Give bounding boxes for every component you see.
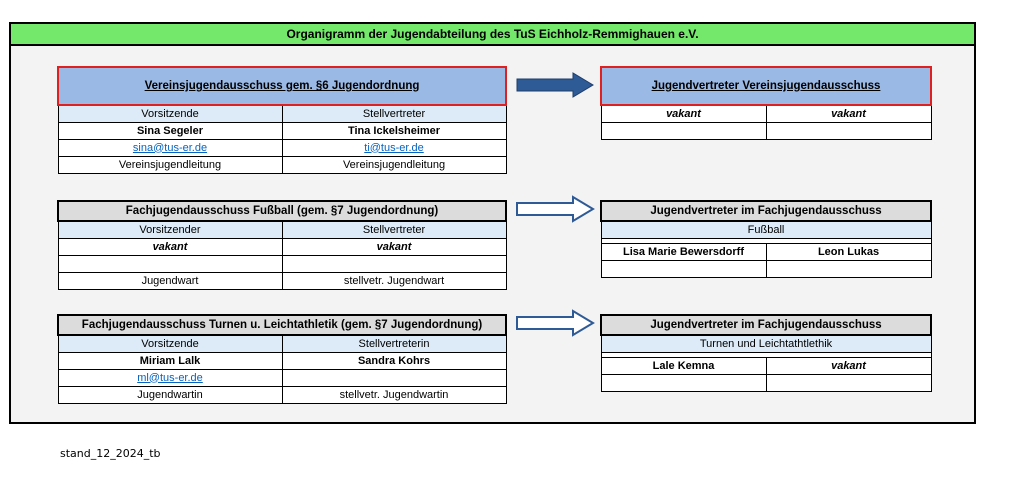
function-label: stellvetr. Jugendwartin	[281, 386, 507, 404]
table-header: Fachjugendausschuss Fußball (gem. §7 Jug…	[56, 200, 508, 222]
sub-header: Turnen und Leichtathtlethik	[600, 334, 932, 353]
arrow-right-icon	[516, 195, 595, 223]
person-name: Leon Lukas	[765, 243, 932, 261]
left-table-vereinsjugendausschuss: Vereinsjugendausschuss gem. §6 Jugendord…	[56, 66, 508, 174]
role-label: Vorsitzende	[57, 104, 283, 123]
email-link[interactable]: ml@tus-er.de	[137, 371, 203, 384]
email-cell	[281, 369, 507, 387]
right-table-turnen: Jugendvertreter im Fachjugendausschuss T…	[599, 314, 933, 392]
empty-cell	[765, 374, 932, 392]
person-name: Tina Ickelsheimer	[281, 122, 507, 140]
role-label: Stellvertreterin	[281, 334, 507, 353]
footer-note: stand_12_2024_tb	[60, 447, 161, 460]
person-name: Lale Kemna	[600, 357, 767, 375]
email-cell	[281, 255, 507, 273]
table-header: Jugendvertreter im Fachjugendausschuss	[599, 314, 933, 336]
person-name: Lisa Marie Bewersdorff	[600, 243, 767, 261]
sub-header: Fußball	[600, 220, 932, 239]
empty-cell	[600, 374, 767, 392]
table-header: Vereinsjugendausschuss gem. §6 Jugendord…	[56, 66, 508, 106]
right-table-fussball: Jugendvertreter im Fachjugendausschuss F…	[599, 200, 933, 278]
person-name: vakant	[281, 238, 507, 256]
empty-cell	[600, 122, 767, 140]
empty-cell	[765, 260, 932, 278]
email-link[interactable]: sina@tus-er.de	[132, 141, 208, 154]
left-table-fussball: Fachjugendausschuss Fußball (gem. §7 Jug…	[56, 200, 508, 290]
role-label: Vorsitzender	[57, 220, 283, 239]
function-label: stellvetr. Jugendwart	[281, 272, 507, 290]
role-label: Vorsitzende	[57, 334, 283, 353]
table-header: Fachjugendausschuss Turnen u. Leichtathl…	[56, 314, 508, 336]
table-header: Jugendvertreter im Fachjugendausschuss	[599, 200, 933, 222]
function-label: Jugendwart	[57, 272, 283, 290]
email-link[interactable]: ti@tus-er.de	[364, 141, 424, 154]
role-label: Stellvertreter	[281, 104, 507, 123]
person-name: vakant	[765, 104, 932, 123]
person-name: Sina Segeler	[57, 122, 283, 140]
page-title: Organigramm der Jugendabteilung des TuS …	[11, 24, 974, 46]
function-label: Vereinsjugendleitung	[57, 156, 283, 174]
function-label: Jugendwartin	[57, 386, 283, 404]
right-table-vereinsjugendausschuss: Jugendvertreter Vereinsjugendausschuss v…	[600, 66, 932, 140]
person-name: vakant	[765, 357, 932, 375]
arrow-right-icon	[516, 309, 595, 337]
table-header: Jugendvertreter Vereinsjugendausschuss	[600, 66, 932, 106]
empty-cell	[765, 122, 932, 140]
empty-cell	[600, 260, 767, 278]
function-label: Vereinsjugendleitung	[281, 156, 507, 174]
email-cell	[57, 255, 283, 273]
person-name: Sandra Kohrs	[281, 352, 507, 370]
person-name: Miriam Lalk	[57, 352, 283, 370]
arrow-right-icon	[516, 72, 594, 98]
role-label: Stellvertreter	[281, 220, 507, 239]
person-name: vakant	[57, 238, 283, 256]
left-table-turnen: Fachjugendausschuss Turnen u. Leichtathl…	[56, 314, 508, 404]
person-name: vakant	[600, 104, 767, 123]
